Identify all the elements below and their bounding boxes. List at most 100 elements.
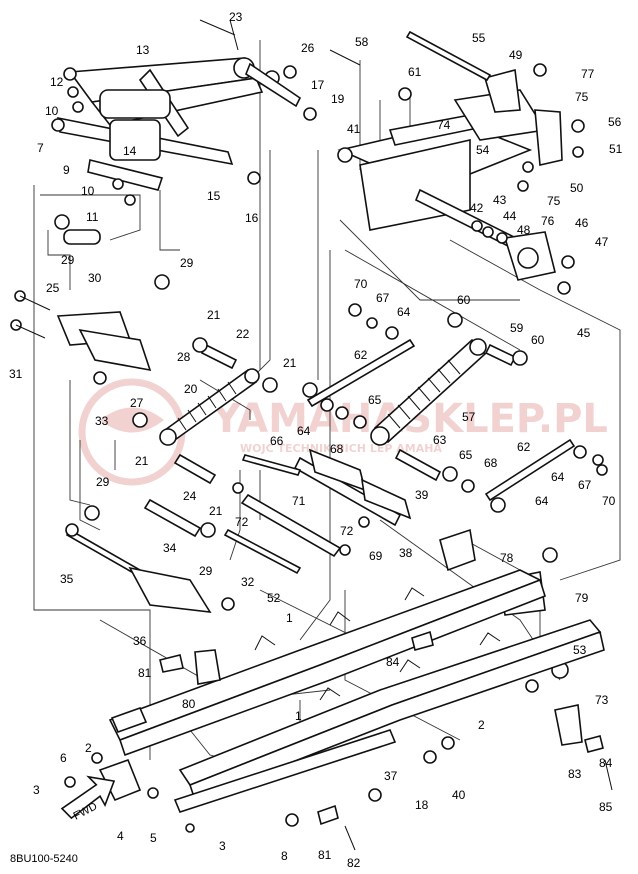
callout-c61: 61 bbox=[408, 65, 422, 79]
callout-c72b: 72 bbox=[340, 524, 354, 538]
callout-c67a: 67 bbox=[376, 291, 390, 305]
callout-c44: 44 bbox=[503, 209, 517, 223]
callout-c52: 52 bbox=[267, 591, 281, 605]
callout-c17: 17 bbox=[311, 78, 325, 92]
callout-c38: 38 bbox=[399, 546, 413, 560]
callout-c28: 28 bbox=[177, 350, 191, 364]
callout-c11: 11 bbox=[86, 210, 99, 224]
callout-c50: 50 bbox=[570, 181, 584, 195]
callout-c29d: 29 bbox=[199, 564, 213, 578]
callout-c12: 12 bbox=[50, 75, 64, 89]
callout-c64c: 64 bbox=[551, 470, 565, 484]
callout-c77: 77 bbox=[581, 67, 595, 81]
callout-c81b: 81 bbox=[318, 848, 332, 862]
callout-c20: 20 bbox=[184, 382, 198, 396]
callout-c57: 57 bbox=[462, 410, 476, 424]
watermark-tagline: WOJC TECHNIK NICH LEP AMAHA bbox=[240, 442, 442, 455]
callout-c23: 23 bbox=[229, 10, 243, 24]
callout-c15: 15 bbox=[207, 189, 221, 203]
callout-c45: 45 bbox=[577, 326, 591, 340]
callout-c82: 82 bbox=[347, 856, 361, 870]
callout-c39: 39 bbox=[415, 488, 429, 502]
callout-c31: 31 bbox=[9, 367, 23, 381]
callout-c84b: 84 bbox=[599, 756, 613, 770]
callout-c80: 80 bbox=[182, 697, 196, 711]
callout-c60a: 60 bbox=[457, 293, 471, 307]
callout-c85: 85 bbox=[599, 800, 613, 814]
callout-c84a: 84 bbox=[386, 655, 400, 669]
fasteners bbox=[10, 19, 608, 833]
callout-c76: 76 bbox=[541, 214, 555, 228]
callout-c70b: 70 bbox=[602, 494, 616, 508]
callout-c70a: 70 bbox=[354, 277, 368, 291]
callout-c47: 47 bbox=[595, 235, 609, 249]
callout-c69: 69 bbox=[369, 549, 383, 563]
callout-c42: 42 bbox=[470, 201, 484, 215]
callout-c3a: 3 bbox=[33, 783, 40, 797]
callout-c22: 22 bbox=[236, 327, 250, 341]
callout-c21d: 21 bbox=[209, 504, 223, 518]
callout-c68b: 68 bbox=[484, 456, 498, 470]
callout-c59: 59 bbox=[510, 321, 524, 335]
callout-c37: 37 bbox=[384, 769, 398, 783]
rods-and-shafts bbox=[63, 30, 576, 577]
callout-c26: 26 bbox=[301, 41, 315, 55]
callout-c75a: 75 bbox=[575, 90, 589, 104]
callout-c64a: 64 bbox=[397, 305, 411, 319]
callout-c43: 43 bbox=[493, 193, 507, 207]
callout-c36: 36 bbox=[133, 634, 147, 648]
callout-c18: 18 bbox=[415, 798, 429, 812]
callout-c34: 34 bbox=[163, 541, 177, 555]
callout-c7: 7 bbox=[37, 141, 44, 155]
callout-c60b: 60 bbox=[531, 333, 545, 347]
callout-c10a: 10 bbox=[45, 104, 59, 118]
callout-c27: 27 bbox=[130, 396, 144, 410]
callout-c67b: 67 bbox=[578, 478, 592, 492]
callout-c48: 48 bbox=[517, 223, 531, 237]
front-shock-absorber bbox=[159, 368, 260, 446]
callout-c30: 30 bbox=[88, 271, 102, 285]
callout-c29c: 29 bbox=[96, 475, 110, 489]
callout-c4: 4 bbox=[117, 829, 124, 843]
callout-c63: 63 bbox=[433, 433, 447, 447]
watermark-logo-mark bbox=[100, 407, 164, 433]
callout-c24: 24 bbox=[183, 489, 197, 503]
callout-c21a: 21 bbox=[207, 308, 221, 322]
callout-c2b: 2 bbox=[478, 718, 485, 732]
callout-c21c: 21 bbox=[135, 454, 149, 468]
front-arm-assembly bbox=[51, 57, 302, 191]
callout-c79: 79 bbox=[575, 591, 589, 605]
callout-c8: 8 bbox=[281, 849, 288, 863]
callout-c62a: 62 bbox=[354, 348, 368, 362]
callout-c41: 41 bbox=[347, 122, 361, 136]
callout-c3b: 3 bbox=[219, 839, 226, 853]
callout-c29a: 29 bbox=[61, 253, 75, 267]
callout-c83: 83 bbox=[568, 767, 582, 781]
callout-c58: 58 bbox=[355, 35, 369, 49]
callout-c2a: 2 bbox=[85, 741, 92, 755]
callout-c9: 9 bbox=[63, 163, 70, 177]
document-code: 8BU100-5240 bbox=[10, 853, 78, 865]
callout-c25: 25 bbox=[46, 281, 60, 295]
callout-c66: 66 bbox=[270, 434, 284, 448]
callout-c32: 32 bbox=[241, 575, 255, 589]
slide-rails bbox=[108, 569, 605, 813]
callout-c54: 54 bbox=[476, 143, 490, 157]
callout-c56: 56 bbox=[608, 115, 622, 129]
callout-c64b: 64 bbox=[297, 424, 311, 438]
callout-c64d: 64 bbox=[535, 494, 549, 508]
callout-c72a: 72 bbox=[235, 515, 249, 529]
callout-c73: 73 bbox=[595, 693, 609, 707]
callout-c51: 51 bbox=[609, 142, 623, 156]
callout-c1b: 1 bbox=[295, 709, 302, 723]
callout-c75b: 75 bbox=[547, 194, 561, 208]
callout-c6: 6 bbox=[60, 751, 67, 765]
callout-c55: 55 bbox=[472, 31, 486, 45]
callout-c65b: 65 bbox=[459, 448, 473, 462]
rear-arm-assembly bbox=[337, 68, 563, 281]
callout-c29b: 29 bbox=[180, 256, 194, 270]
callout-c40: 40 bbox=[452, 788, 466, 802]
callout-c1a: 1 bbox=[286, 611, 293, 625]
